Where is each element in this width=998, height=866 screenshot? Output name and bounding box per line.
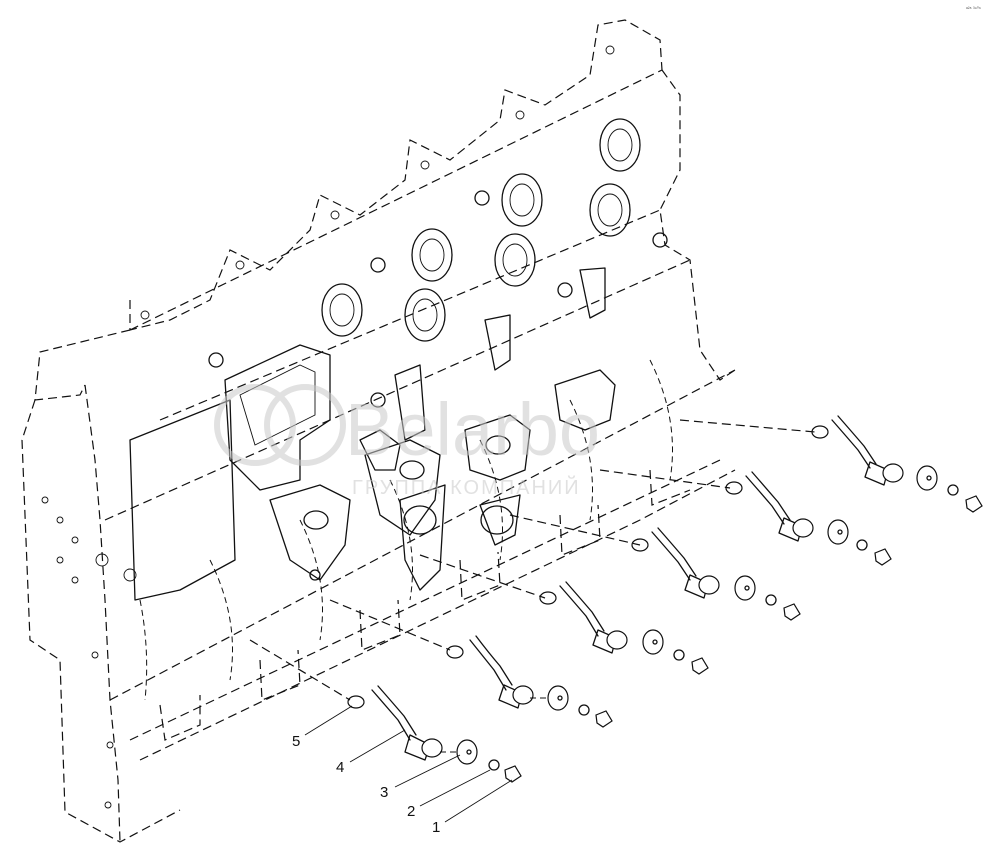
callout-label: 4 [336,759,344,776]
piston-cooling-nozzle-3 [539,581,709,675]
corner-code: ᵃ²⁸ ³⁹⁰⁶ [966,6,981,12]
watermark: Belarbo ГРУППА КОМПАНИЙ [214,384,600,499]
piston-cooling-nozzle-5 [725,471,892,566]
callouts: 5 4 3 2 1 [292,705,513,836]
piston-cooling-nozzle-1 [347,685,522,783]
piston-cooling-nozzle-4 [631,527,801,621]
callout-label: 3 [380,784,388,801]
watermark-subtitle: ГРУППА КОМПАНИЙ [352,475,581,499]
watermark-logo-text: Belarbo [345,388,600,471]
piston-cooling-nozzle-6 [811,415,983,513]
internal-components [129,190,668,601]
piston-cooling-nozzle-2 [446,635,613,728]
alignment-lines [249,419,816,753]
callout-label: 5 [292,733,300,750]
engine-block [21,19,736,843]
cam-bearing-rings [321,118,641,342]
callout-label: 1 [432,819,440,836]
callout-label: 2 [407,803,415,820]
